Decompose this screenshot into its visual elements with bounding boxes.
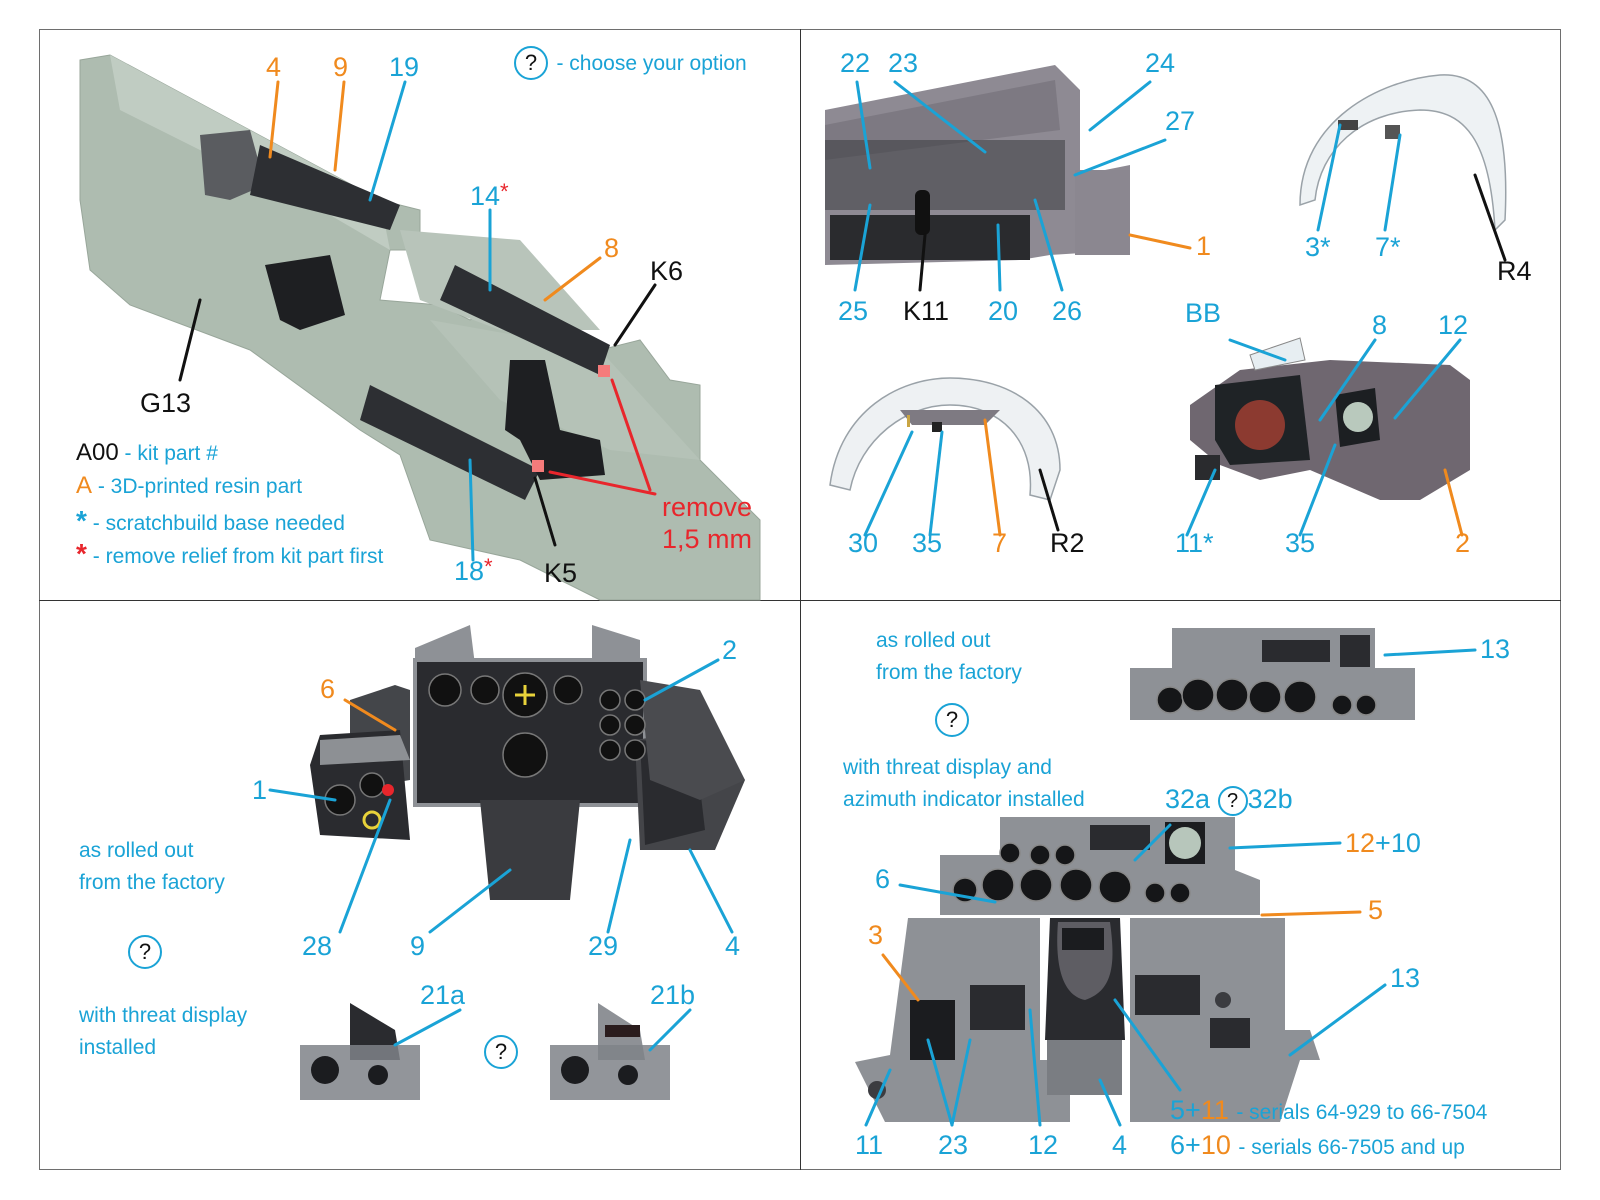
callout-br-3: 3 [868, 920, 884, 950]
callout-tr-26: 26 [1052, 296, 1083, 326]
remove-note-line1: remove [662, 492, 753, 522]
legend-remove-relief: * - remove relief from kit part first [76, 538, 384, 569]
option-factory-text-br: as rolled out from the factory [876, 629, 1022, 684]
callout-tr-30: 30 [848, 528, 879, 558]
callout-bl-6: 6 [320, 674, 336, 704]
callout-br-5: 5 [1368, 895, 1384, 925]
option-choice-21: ? [484, 1035, 518, 1069]
callout-tl-K6: K6 [650, 256, 684, 286]
question-icon: ? [1217, 786, 1248, 816]
callout-bl-29: 29 [588, 931, 619, 961]
callout-tl-8: 8 [604, 233, 620, 263]
callout-tr-BB: BB [1185, 298, 1222, 328]
callout-tr-22: 22 [840, 48, 871, 78]
callout-tr-1: 1 [1196, 231, 1212, 261]
callout-br-13-console: 13 [1390, 963, 1421, 993]
callout-tl-9: 9 [333, 52, 349, 82]
callout-tl-G13: G13 [140, 388, 192, 418]
callout-tr-R2: R2 [1050, 528, 1085, 558]
callout-tl-4: 4 [266, 52, 282, 82]
serials-row-2: 6+10 - serials 66-7505 and up [1170, 1130, 1465, 1160]
callout-tr-2: 2 [1455, 528, 1471, 558]
option-threat-text-br: with threat display and azimuth indicato… [843, 756, 1085, 811]
callout-bl-21a: 21a [420, 980, 466, 1010]
callout-br-32: 32a ?32b [1165, 784, 1293, 816]
callout-bl-28: 28 [302, 931, 333, 961]
callout-tr-35: 35 [912, 528, 943, 558]
question-icon: ? [484, 1035, 518, 1069]
callout-bl-9: 9 [410, 931, 426, 961]
question-icon: ? [935, 703, 969, 737]
callout-tr-R4: R4 [1497, 256, 1532, 286]
callout-tr-35-glareshield: 35 [1285, 528, 1316, 558]
callout-tr-3: 3* [1305, 232, 1331, 262]
question-icon: ? [128, 935, 162, 969]
option-legend: ? - choose your option [514, 46, 747, 80]
callout-tl-18: 18* [454, 554, 493, 586]
remove-note-line2: 1,5 mm [662, 524, 753, 554]
callout-tr-20: 20 [988, 296, 1019, 326]
callout-bl-21b: 21b [650, 980, 696, 1010]
option-question-icon: ? [514, 46, 548, 80]
callout-tr-7: 7* [1375, 232, 1401, 262]
callout-tr-7-resin: 7 [992, 528, 1008, 558]
callout-tr-11: 11* [1175, 528, 1214, 558]
red-asterisk-icon: * [76, 538, 87, 569]
callout-br-12-10: 12+10 [1345, 828, 1421, 858]
callout-br-23: 23 [938, 1130, 969, 1160]
legend-resin-part: A - 3D-printed resin part [76, 472, 303, 499]
callout-tl-14: 14* [470, 179, 509, 211]
callout-br-11: 11 [855, 1130, 884, 1160]
callout-br-6: 6 [875, 864, 891, 894]
callout-bl-1: 1 [252, 775, 268, 805]
callout-tr-27: 27 [1165, 106, 1196, 136]
callout-tr-8: 8 [1372, 310, 1388, 340]
callout-br-4: 4 [1112, 1130, 1128, 1160]
callout-tr-23: 23 [888, 48, 919, 78]
callout-tl-K5: K5 [544, 558, 578, 588]
option-factory-text: as rolled out from the factory [79, 839, 225, 894]
callout-br-12: 12 [1028, 1130, 1059, 1160]
callout-bl-2: 2 [722, 635, 738, 665]
callout-tr-12: 12 [1438, 310, 1469, 340]
callout-bl-4: 4 [725, 931, 741, 961]
option-threat-text: with threat display installed [79, 1004, 248, 1059]
serials-row-1: 5+11 - serials 64-929 to 66-7504 [1170, 1095, 1488, 1125]
callout-tr-24: 24 [1145, 48, 1176, 78]
option-choice-bl: ? [128, 935, 162, 969]
callout-br-13: 13 [1480, 634, 1511, 664]
callout-tr-25: 25 [838, 296, 869, 326]
option-legend-text: - choose your option [556, 52, 747, 75]
blue-asterisk-icon: * [76, 505, 87, 536]
callout-tr-K11: K11 [903, 296, 950, 326]
vertical-divider [800, 29, 801, 1170]
option-choice-br: ? [935, 703, 969, 737]
legend-scratchbuild: * - scratchbuild base needed [76, 505, 345, 536]
callout-tl-19: 19 [389, 52, 420, 82]
legend-kit-part: A00 - kit part # [76, 439, 218, 466]
